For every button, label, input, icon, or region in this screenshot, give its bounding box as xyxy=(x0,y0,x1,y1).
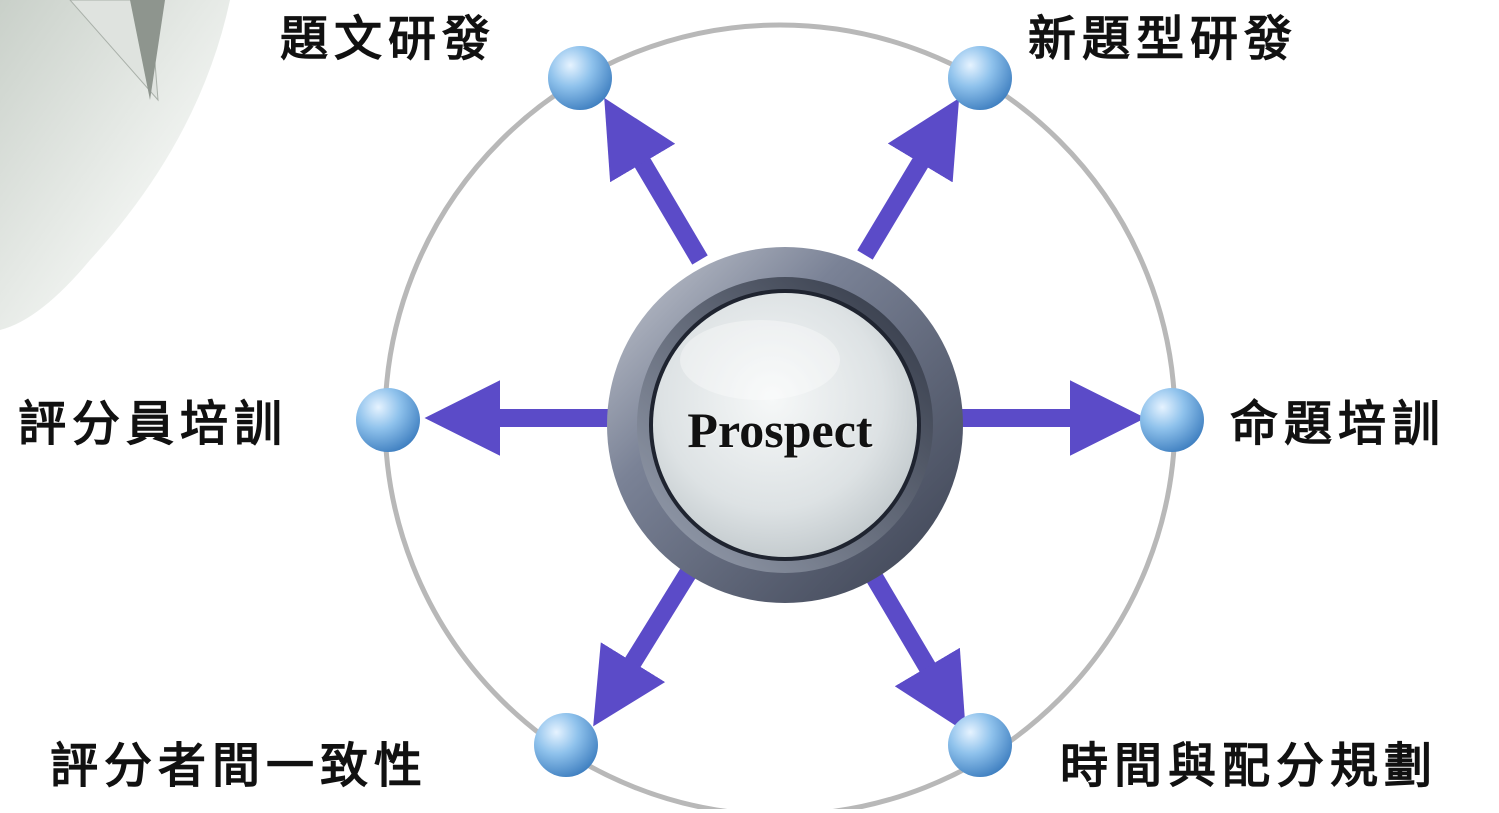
node-bottom-left xyxy=(534,713,598,777)
node-top-left xyxy=(548,46,612,110)
arrow-bottom-left xyxy=(593,565,698,727)
node-left xyxy=(356,388,420,452)
arrow-top-right xyxy=(857,98,960,260)
arrows xyxy=(424,97,1146,733)
arrow-bottom-right xyxy=(862,565,966,733)
label-bottom-right: 時間與配分規劃 xyxy=(1060,738,1439,794)
node-top-right xyxy=(948,46,1012,110)
hub xyxy=(607,247,963,603)
arrow-top-left xyxy=(604,97,708,265)
node-right xyxy=(1140,388,1204,452)
label-left: 評分員培訓 xyxy=(18,396,289,452)
nodes xyxy=(356,46,1204,777)
label-top-right: 新題型研發 xyxy=(1028,11,1299,67)
node-bottom-right xyxy=(948,713,1012,777)
label-right: 命題培訓 xyxy=(1230,396,1447,452)
decorative-corner xyxy=(0,0,230,330)
label-top-left: 題文研發 xyxy=(280,11,497,67)
label-bottom-left: 評分者間一致性 xyxy=(50,738,429,794)
hub-label: Prospect xyxy=(687,402,873,458)
